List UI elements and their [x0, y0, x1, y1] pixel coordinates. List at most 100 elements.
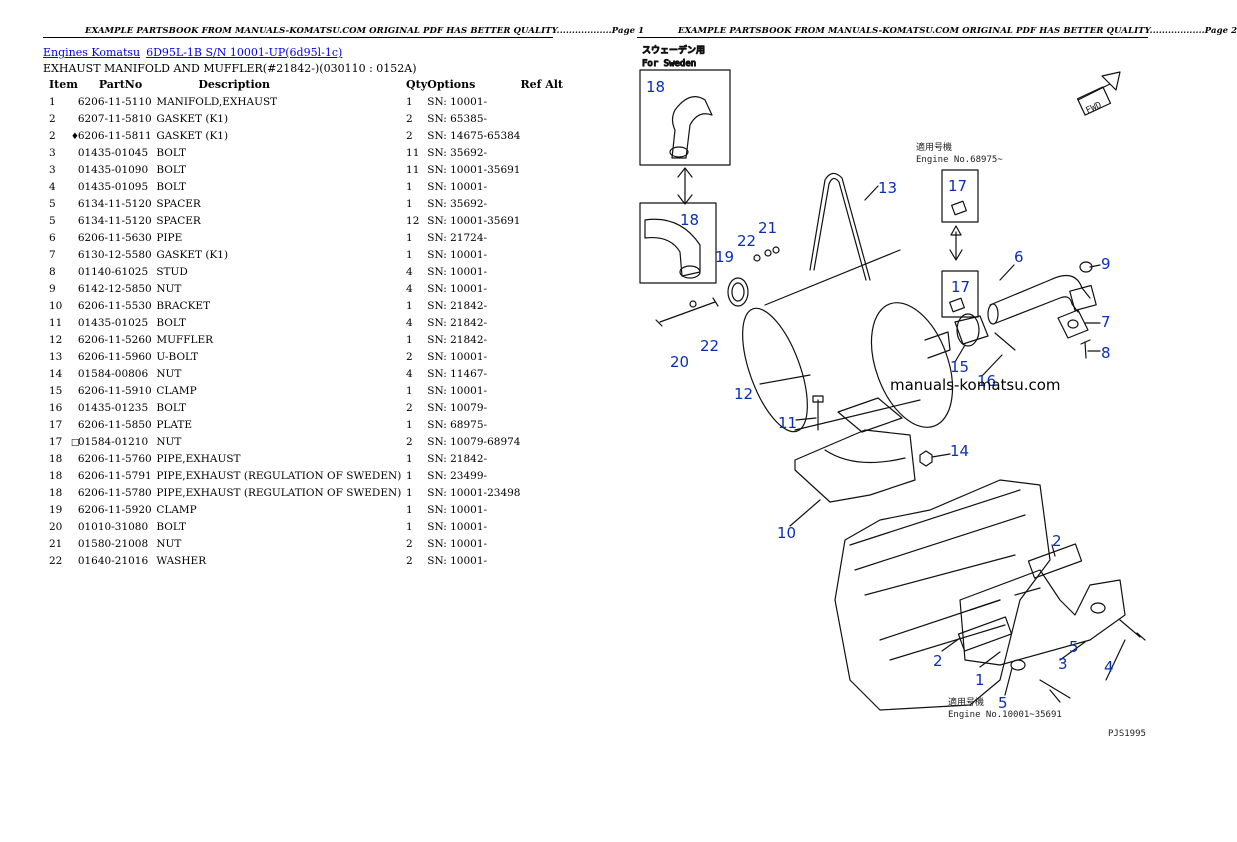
page-header-1: EXAMPLE PARTSBOOK FROM MANUALS-KOMATSU.C…: [85, 26, 645, 36]
cell-options: SN: 10001-: [427, 554, 488, 567]
cell-refalt: [521, 280, 564, 297]
cell-item: 2: [49, 129, 56, 142]
cell-options: SN: 21842-: [427, 333, 488, 346]
partno-text: 6206-11-5530: [77, 299, 152, 312]
cell-partno: 01010-31080: [78, 518, 157, 535]
cell-partno: 01584-00806: [77, 365, 157, 382]
cell-options: SN: 21842-: [427, 316, 488, 329]
inset-box-sweden: [639, 69, 731, 166]
double-arrow-icon: [677, 167, 693, 205]
cell-description: SPACER: [156, 197, 201, 210]
up-arrow-icon: [949, 231, 963, 261]
row-mark: ♦: [70, 131, 79, 142]
cell-item: 20: [49, 520, 63, 533]
inset-box-plate-17b: [941, 270, 979, 318]
cell-description: NUT: [156, 367, 182, 380]
cell-item: 5: [49, 197, 56, 210]
cell-partno: 01140-61025: [78, 263, 157, 280]
cell-description: NUT: [156, 282, 182, 295]
callout-9: 9: [1101, 255, 1111, 273]
cell-refalt: [521, 93, 564, 110]
plate-17-shape: [949, 297, 965, 313]
cell-options: SN: 10001-: [427, 265, 488, 278]
cell-item: 17: [49, 418, 63, 431]
breadcrumb-link-model[interactable]: 6D95L-1B S/N 10001-UP(6d95l-1c): [146, 46, 343, 59]
label-engine-jp-bottom: 適用号機: [948, 696, 984, 708]
cell-partno: 01435-01095: [78, 178, 157, 195]
cell-item: 1: [49, 95, 56, 108]
cell-description: GASKET (K1): [156, 129, 229, 142]
cell-refalt: [521, 178, 564, 195]
muffler-12-body-shape: [764, 249, 921, 431]
callout-21: 21: [758, 219, 777, 237]
bolt-3-shape: [1039, 679, 1071, 699]
cell-partno: 6206-11-5960: [77, 348, 157, 365]
cell-refalt: [521, 484, 564, 501]
breadcrumb: Engines Komatsu 6D95L-1B S/N 10001-UP(6d9…: [43, 46, 342, 59]
clamp-19-shape: [727, 277, 749, 307]
cell-refalt: [521, 195, 564, 212]
breadcrumb-link-engines[interactable]: Engines Komatsu: [43, 46, 141, 59]
col-header-partno: PartNo: [98, 78, 143, 91]
cell-item: 9: [49, 282, 56, 295]
cell-refalt: [521, 552, 564, 569]
cell-qty: 2: [406, 112, 413, 125]
col-header-item: Item: [49, 78, 78, 91]
cell-item: 18: [49, 486, 63, 499]
cell-refalt: [521, 535, 564, 552]
col-header-refalt: Ref Alt: [520, 78, 564, 91]
inset-box-pipe: [639, 202, 717, 284]
partno-text: 01584-00806: [77, 367, 149, 380]
cell-description: MUFFLER: [156, 333, 214, 346]
callout-3: 3: [1058, 655, 1068, 673]
cell-qty: 1: [406, 503, 413, 516]
cell-partno: 01435-01025: [78, 314, 157, 331]
cell-partno: 6206-11-5920: [78, 501, 157, 518]
cell-partno: 6206-11-5530: [77, 297, 157, 314]
cell-description: GASKET (K1): [156, 112, 229, 125]
cell-options: SN: 11467-: [427, 367, 488, 380]
cell-item: 8: [49, 265, 56, 278]
partno-text: 01435-01045: [77, 146, 149, 159]
cell-item: 19: [49, 503, 63, 516]
nut-21-shape: [764, 249, 772, 257]
washer-22-shape: [689, 300, 697, 308]
callout-1: 1: [975, 671, 985, 689]
cell-refalt: [521, 382, 564, 399]
cell-refalt: [521, 297, 564, 314]
muffler-12-front-shape: [870, 302, 954, 428]
callout-7: 7: [1101, 313, 1111, 331]
cell-refalt: [521, 212, 564, 229]
cell-item: 4: [49, 180, 56, 193]
cell-options: SN: 10001-: [427, 248, 488, 261]
partno-text: 6206-11-5960: [77, 350, 152, 363]
bolt-20-shape: [655, 297, 719, 327]
callout-13: 13: [878, 179, 897, 197]
callout-12: 12: [734, 385, 753, 403]
partno-text: 01435-01235: [77, 401, 149, 414]
pipe-6-end-shape: [987, 303, 999, 325]
cell-partno: 01435-01235: [77, 399, 157, 416]
partno-text: 6206-11-5260: [77, 333, 152, 346]
cell-partno: 6206-11-5760: [78, 450, 157, 467]
engine-block-shape: [834, 479, 1051, 711]
pipe-18-sweden-shape: [671, 96, 713, 159]
spacer-5-shape: [1090, 602, 1106, 614]
cell-qty: 2: [406, 129, 413, 142]
cell-qty: 2: [406, 401, 413, 414]
callout-17: 17: [948, 177, 967, 195]
cell-options: SN: 65385-: [427, 112, 488, 125]
callout-10: 10: [777, 524, 796, 542]
cell-partno: 6206-11-5850: [78, 416, 157, 433]
cell-partno: 6206-11-5791: [78, 467, 157, 484]
cell-options: SN: 10001-35691: [427, 214, 521, 227]
cell-partno: 6207-11-5810: [78, 110, 157, 127]
cell-qty: 4: [406, 282, 413, 295]
cell-refalt: [521, 416, 564, 433]
